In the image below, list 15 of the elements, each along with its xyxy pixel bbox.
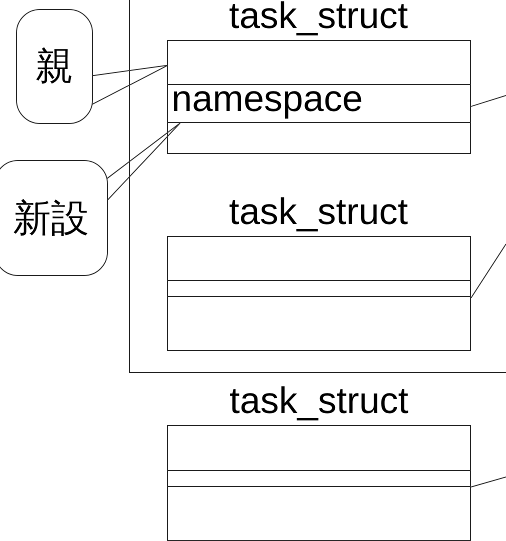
leader-line [470, 244, 506, 298]
callout-tail [92, 64, 168, 105]
struct-title: task_struct [228, 381, 410, 421]
callout-bubble: 親 [16, 9, 93, 124]
struct-title: task_struct [228, 0, 409, 36]
container-frame [129, 0, 506, 373]
field-row [168, 470, 470, 486]
field-row [168, 84, 470, 123]
callout-bubble: 新設 [0, 160, 108, 276]
field-label: namespace [172, 79, 363, 119]
leader-line [470, 94, 506, 107]
struct-title: task_struct [228, 192, 409, 232]
callout-tail [106, 122, 181, 202]
leader-line [470, 476, 506, 488]
field-row [168, 280, 470, 297]
